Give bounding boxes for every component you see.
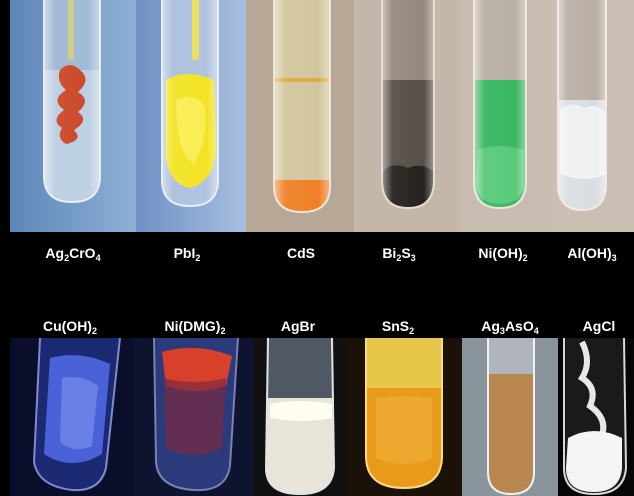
label-sns2: SnS2 bbox=[381, 318, 415, 336]
label-ag2cro4: Ag2CrO4 bbox=[45, 245, 101, 263]
tube-sns2-photo bbox=[346, 338, 462, 496]
label-ag3aso4: Ag3AsO4 bbox=[481, 318, 539, 336]
tube-pbi2-photo bbox=[136, 0, 246, 232]
tube-bi2s3-photo bbox=[354, 0, 460, 232]
label-pbi2: PbI2 bbox=[173, 245, 201, 263]
label-aloh3: Al(OH)3 bbox=[567, 245, 617, 263]
label-nidmg2: Ni(DMG)2 bbox=[164, 318, 226, 336]
tube-agbr-photo bbox=[254, 338, 346, 496]
label-cuoh2: Cu(OH)2 bbox=[42, 318, 97, 336]
label-nioh2: Ni(OH)2 bbox=[478, 245, 528, 263]
label-agcl: AgCl bbox=[582, 318, 616, 334]
tube-aloh3-photo bbox=[552, 0, 634, 232]
label-cds: CdS bbox=[287, 245, 315, 261]
tube-ag3aso4-photo bbox=[462, 338, 558, 496]
tube-ag2cro4-photo bbox=[10, 0, 136, 232]
label-agbr: AgBr bbox=[280, 318, 316, 334]
tube-agcl-photo bbox=[558, 338, 634, 496]
tube-nioh2-photo bbox=[460, 0, 552, 232]
tube-cds-photo bbox=[246, 0, 354, 232]
tube-nidmg2-photo bbox=[134, 338, 254, 496]
label-bi2s3: Bi2S3 bbox=[382, 245, 416, 263]
tube-cuoh2-photo bbox=[10, 338, 134, 496]
